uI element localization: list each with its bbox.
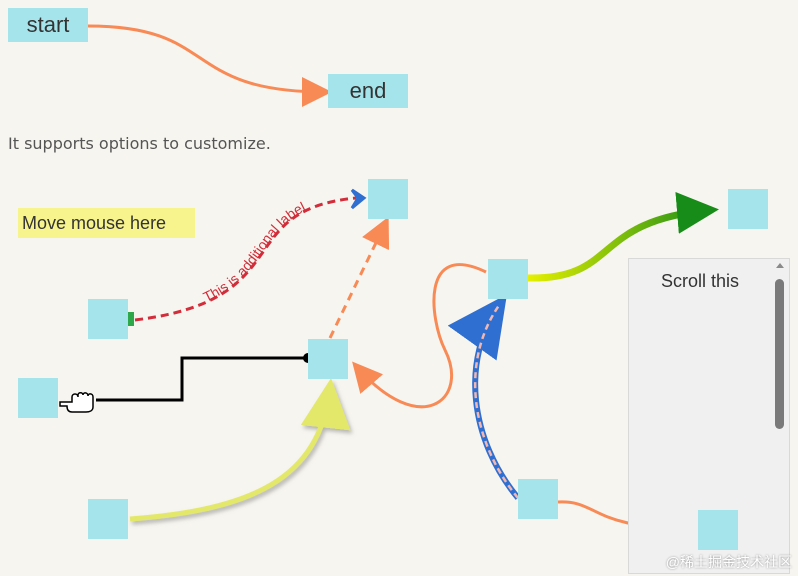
line-red-dashed: [134, 196, 357, 322]
box-left[interactable]: [18, 378, 58, 418]
box-bottom-right[interactable]: [698, 510, 738, 550]
end-box[interactable]: end: [328, 74, 408, 108]
scroll-up-icon[interactable]: [776, 263, 784, 268]
box-top-center[interactable]: [368, 179, 408, 219]
hover-zone[interactable]: Move mouse here: [18, 208, 195, 238]
hand-pointer-icon: [59, 392, 94, 413]
box-top-right[interactable]: [728, 189, 768, 229]
watermark: @稀土掘金技术社区: [665, 554, 792, 570]
start-label: start: [26, 12, 70, 37]
box-mid-right[interactable]: [488, 259, 528, 299]
line-gradient: [527, 191, 719, 282]
line-coral-dashed: [328, 216, 390, 339]
line-yellow-shadow: [129, 378, 351, 522]
end-label: end: [349, 78, 387, 103]
blue-arrow-head-icon: [350, 188, 367, 210]
box-bottom-mid[interactable]: [518, 479, 558, 519]
box-red-start[interactable]: [88, 299, 128, 339]
description-text: It supports options to customize.: [8, 134, 271, 153]
scroll-title: Scroll this: [660, 271, 740, 291]
line-coral-loop: [352, 263, 487, 409]
line-black-grid: [96, 356, 308, 402]
additional-label: This is additional label: [201, 199, 308, 305]
line-start-end: [87, 24, 332, 107]
line-blue-arc: [447, 294, 521, 500]
hover-label: Move mouse here: [22, 212, 167, 233]
scrollbar[interactable]: [771, 259, 789, 573]
box-mid-center[interactable]: [308, 339, 348, 379]
start-box[interactable]: start: [8, 8, 88, 42]
scroll-thumb[interactable]: [775, 279, 784, 429]
box-bottom-left[interactable]: [88, 499, 128, 539]
